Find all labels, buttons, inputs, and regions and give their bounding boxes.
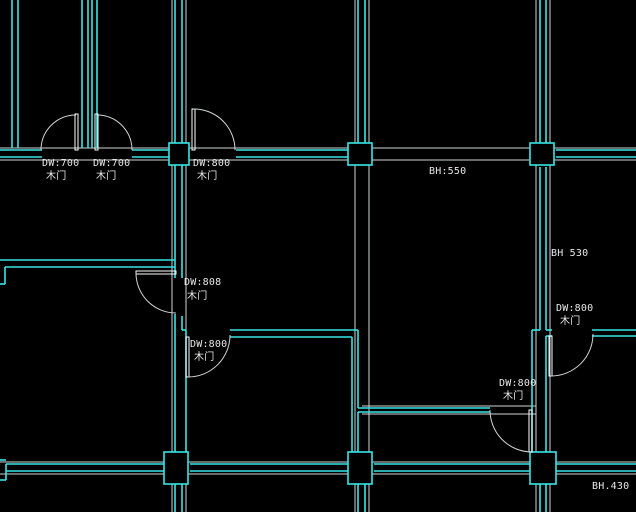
- door-label-dw700-a: DW:700: [42, 158, 80, 169]
- door-type-label-right: 木门: [560, 316, 581, 327]
- door-type-label-808: 木门: [187, 291, 208, 302]
- door-type-label-low: 木门: [503, 391, 524, 402]
- door-type-label-mid: 木门: [194, 352, 215, 363]
- door-label-dw800-top: DW:800: [193, 158, 231, 169]
- beam-height-label-550: BH:550: [429, 166, 467, 177]
- door-label-dw800-low: DW:800: [499, 378, 537, 389]
- beam-height-label-530: BH 530: [551, 248, 589, 259]
- door-type-label-a: 木门: [46, 171, 67, 182]
- door-label-dw808: DW:808: [184, 277, 222, 288]
- door-label-dw700-b: DW:700: [93, 158, 131, 169]
- beam-height-label-430: BH.430: [592, 481, 630, 492]
- door-type-label-top: 木门: [197, 171, 218, 182]
- columns: [163, 142, 557, 485]
- door-type-label-b: 木门: [96, 171, 117, 182]
- door-label-dw800-right: DW:800: [556, 303, 594, 314]
- door-label-dw800-mid: DW:800: [190, 339, 228, 350]
- doors: [40, 108, 594, 453]
